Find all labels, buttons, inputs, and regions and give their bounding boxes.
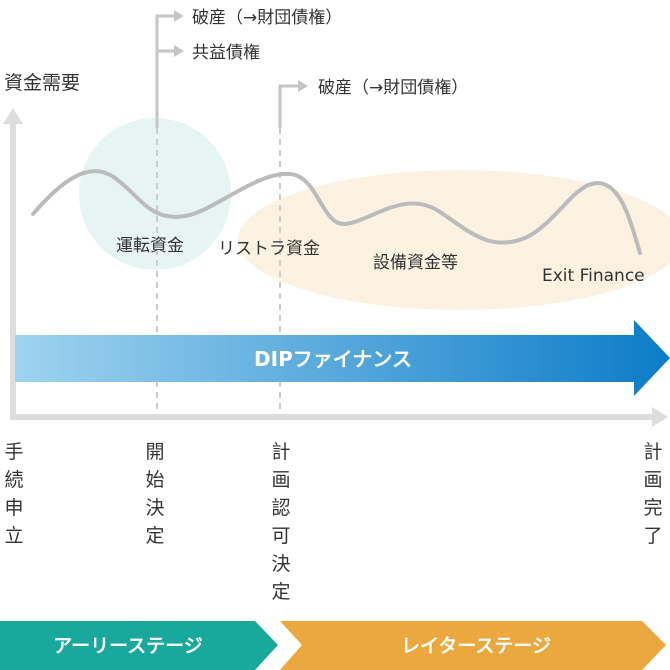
- arrow-to-bankruptcy-2: [298, 80, 308, 92]
- y-axis: [3, 108, 23, 420]
- exit-finance-label: Exit Finance: [542, 266, 645, 286]
- early-stage-chevron: [0, 621, 278, 670]
- milestone-commencement: 開始決定: [145, 441, 164, 547]
- milestone-plan-approval: 計画認可決定: [271, 441, 290, 603]
- arrow-to-common-benefit: [174, 45, 184, 57]
- dip-finance-arrow: [15, 320, 670, 396]
- milestone-filing: 手続申立: [4, 441, 23, 547]
- later-stage-chevron: [280, 621, 666, 670]
- dip-finance-label: DIPファイナンス: [254, 347, 412, 371]
- x-axis: [10, 407, 668, 427]
- plan-approval-branch: [278, 84, 298, 128]
- restructuring-funds-label: リストラ資金: [218, 239, 320, 259]
- bankruptcy-label-1: 破産（→財団債権）: [192, 8, 342, 28]
- funding-demand-curve: [31, 169, 642, 255]
- early-stage-funding-area: [79, 118, 231, 270]
- working-capital-label: 運転資金: [116, 236, 184, 256]
- commencement-branch: [155, 14, 174, 128]
- milestone-plan-completion: 計画完了: [643, 441, 662, 547]
- common-benefit-label: 共益債権: [192, 43, 260, 63]
- arrow-to-bankruptcy-1: [174, 10, 184, 22]
- capex-funds-label: 設備資金等: [373, 253, 458, 273]
- later-stage-label: レイターステージ: [401, 635, 551, 657]
- y-axis-label: 資金需要: [4, 72, 80, 94]
- early-stage-label: アーリーステージ: [53, 635, 203, 657]
- bankruptcy-label-2: 破産（→財団債権）: [318, 78, 468, 98]
